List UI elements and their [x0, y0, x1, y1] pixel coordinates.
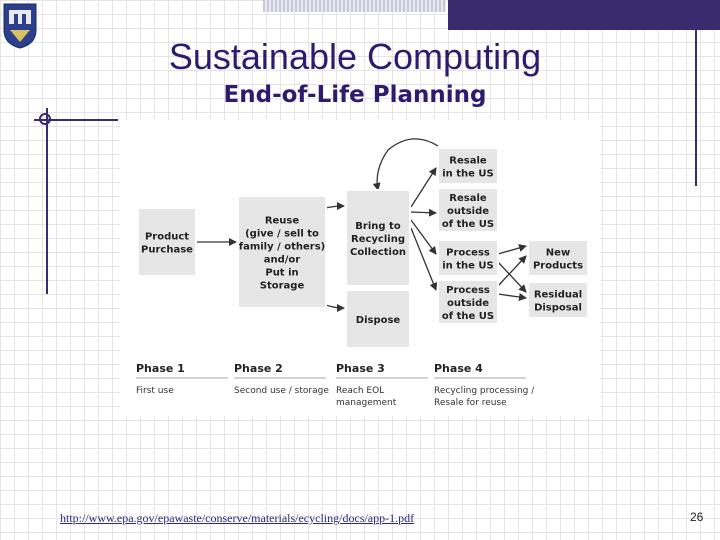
box-label-line: and/or — [264, 255, 301, 266]
box-background — [345, 289, 411, 349]
box-label-line: Storage — [260, 281, 305, 292]
box-label-line: Dispose — [356, 315, 401, 326]
phase-description: Recycling processing / — [434, 386, 535, 396]
phase-description: management — [336, 398, 397, 408]
box-label-line: New — [546, 248, 570, 259]
box-label-line: Resale — [449, 156, 487, 167]
header-accent-bar — [448, 0, 720, 30]
box-background — [137, 207, 197, 277]
flow-arrows — [196, 138, 527, 312]
arrow-to-resale-outside — [410, 208, 437, 217]
right-accent-line — [695, 30, 697, 186]
box-label-line: Purchase — [141, 245, 193, 256]
university-crest-logo — [0, 0, 40, 50]
box-background — [437, 239, 499, 277]
phase-description: Second use / storage — [234, 386, 329, 396]
phase-description: Reach EOL — [336, 386, 384, 396]
box-label-line: Process — [446, 285, 490, 296]
box-label-line: Disposal — [534, 303, 582, 314]
arrow-loop-resale-back — [372, 138, 439, 191]
box-dispose: Dispose — [345, 289, 411, 349]
box-background — [527, 239, 589, 277]
box-background — [527, 281, 589, 319]
box-label-line: Recycling — [351, 234, 405, 245]
box-label-line: in the US — [442, 261, 494, 272]
phase-2: Phase 2 Second use / storage — [234, 362, 329, 396]
box-label-line: of the US — [442, 311, 494, 322]
arrow-to-process-outside — [410, 227, 438, 291]
phase-name: Phase 3 — [336, 362, 385, 375]
box-process-outside: Process outside of the US — [437, 279, 499, 325]
box-label-line: Process — [446, 248, 490, 259]
box-label-line: Put in — [265, 268, 298, 279]
source-link[interactable]: http://www.epa.gov/epawaste/conserve/mat… — [60, 511, 415, 525]
phase-timeline: Phase 1 First use Phase 2 Second use / stor… — [136, 362, 535, 408]
box-background — [437, 279, 499, 325]
phase-1: Phase 1 First use — [136, 362, 228, 396]
arrow-process-outside-to-new — [497, 255, 527, 287]
box-background — [345, 189, 411, 287]
box-resale-outside: Resale outside of the US — [437, 187, 499, 233]
phase-description: Resale for reuse — [434, 398, 507, 408]
crosshair-decor-vertical — [46, 108, 48, 294]
phase-3: Phase 3 Reach EOL management — [336, 362, 428, 408]
box-background — [437, 147, 499, 185]
phase-description: First use — [136, 386, 174, 396]
box-label-line: Resale — [449, 193, 487, 204]
slide-subtitle: End-of-Life Planning — [223, 82, 487, 108]
box-background — [237, 195, 327, 309]
crosshair-decor-circle — [39, 113, 51, 125]
page-number: 26 — [690, 510, 704, 524]
arrow-process-outside-to-residual — [497, 293, 527, 301]
phase-name: Phase 1 — [136, 362, 185, 375]
header-decor-bar — [263, 0, 446, 12]
box-label-line: Collection — [350, 247, 406, 258]
box-label-line: outside — [447, 298, 489, 309]
phase-4: Phase 4 Recycling processing / Resale for … — [434, 362, 535, 408]
box-label-line: family / others) — [239, 242, 326, 253]
phase-name: Phase 4 — [434, 362, 483, 375]
arrow-to-process-us — [410, 219, 437, 255]
box-label-line: Residual — [534, 290, 582, 301]
arrow-process-us-to-residual — [497, 261, 527, 293]
slide-title: Sustainable Computing — [168, 36, 542, 77]
crosshair-decor-horizontal — [34, 119, 118, 121]
box-resale-us: Resale in the US — [437, 147, 499, 185]
box-label-line: in the US — [442, 169, 494, 180]
box-label-line: of the US — [442, 219, 494, 230]
box-reuse: Reuse (give / sell to family / others) and/… — [237, 195, 327, 309]
box-label-line: Bring to — [355, 221, 401, 232]
box-label-line: outside — [447, 206, 489, 217]
box-process-us: Process in the US — [437, 239, 499, 277]
box-background — [437, 187, 499, 233]
arrow-process-us-to-new — [497, 244, 527, 255]
arrow-to-resale-us — [410, 167, 437, 208]
box-label-line: Reuse — [265, 216, 300, 227]
box-label-line: Products — [533, 261, 583, 272]
box-label-line: (give / sell to — [245, 229, 319, 240]
phase-name: Phase 2 — [234, 362, 283, 375]
box-label-line: Product — [145, 232, 189, 243]
